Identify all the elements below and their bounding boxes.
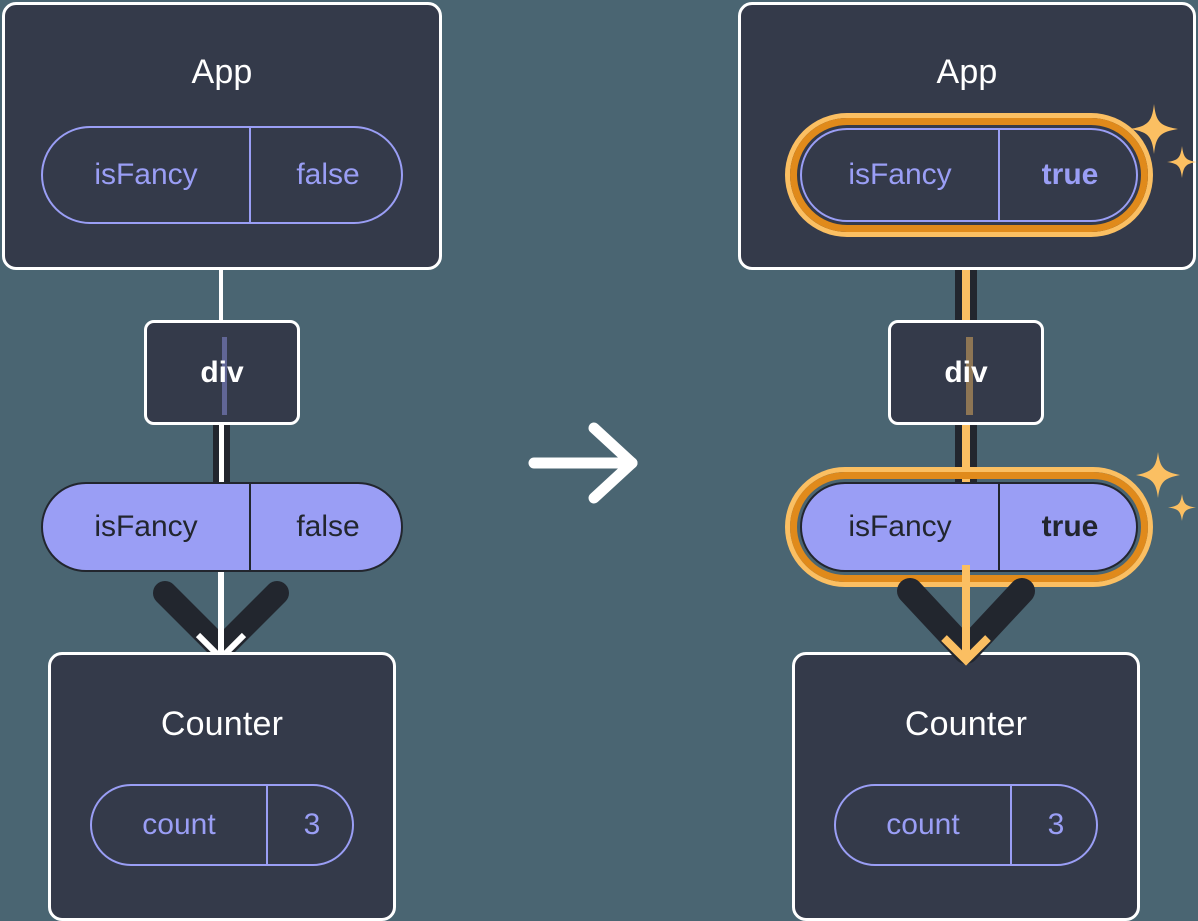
counter-state-pill-left: count 3 — [90, 784, 354, 866]
transition-right-arrow-icon — [528, 422, 638, 504]
app-state-pill-left: isFancy false — [41, 126, 403, 224]
connector-div-to-pill-core-left — [219, 423, 224, 485]
div-element-box-left: div — [144, 320, 300, 425]
counter-state-value-right: 3 — [1010, 786, 1100, 864]
app-state-value-left: false — [249, 128, 405, 222]
app-title-left: App — [191, 53, 253, 91]
counter-state-value-left: 3 — [266, 786, 356, 864]
app-state-key-left: isFancy — [94, 158, 198, 191]
app-state-value-right: true — [998, 130, 1140, 220]
prop-pill-value-right: true — [998, 484, 1140, 570]
counter-state-pill-right: count 3 — [834, 784, 1098, 866]
connector-app-to-div-left — [219, 268, 223, 322]
prop-pill-key-right: isFancy — [848, 510, 952, 543]
app-state-pill-right: isFancy true — [800, 128, 1138, 222]
counter-title-left: Counter — [160, 705, 284, 743]
prop-pill-right: isFancy true — [800, 482, 1138, 572]
app-title-right: App — [936, 53, 998, 91]
connector-through-div-right — [966, 337, 973, 415]
sparkle-icon-app-right — [1130, 104, 1197, 178]
div-label-right: div — [944, 355, 988, 389]
connector-through-div-left — [222, 337, 227, 415]
prop-pill-value-left: false — [249, 484, 405, 570]
counter-state-key-left: count — [142, 808, 216, 841]
arrow-pill-to-counter-right — [897, 565, 1035, 666]
app-state-key-right: isFancy — [848, 158, 952, 191]
div-element-box-right: div — [888, 320, 1044, 425]
prop-pill-left: isFancy false — [41, 482, 403, 572]
connector-div-to-pill-core-right — [962, 423, 970, 487]
sparkle-icon-prop-right — [1136, 452, 1196, 521]
div-label-left: div — [200, 355, 244, 389]
counter-state-key-right: count — [886, 808, 960, 841]
counter-title-right: Counter — [904, 705, 1028, 743]
prop-pill-key-left: isFancy — [94, 510, 198, 543]
